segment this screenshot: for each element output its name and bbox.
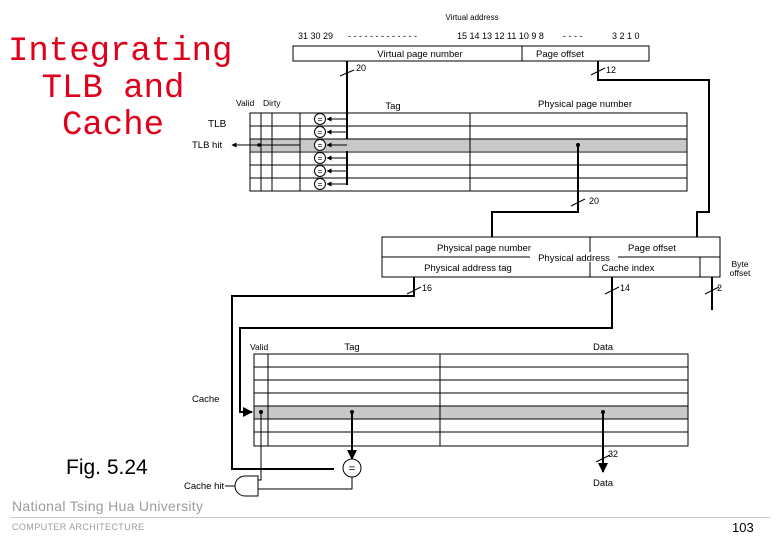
byte-offset-width-label: 2 — [717, 283, 722, 293]
tlb-comparator: = — [314, 165, 347, 177]
page-offset-bus — [597, 61, 710, 237]
va-bits-right: 3 2 1 0 — [612, 31, 640, 41]
va-field-page-offset: Page offset — [536, 49, 584, 60]
cache-col-valid: Valid — [250, 342, 269, 352]
byte-offset-label-1: Byte — [731, 259, 748, 269]
pa-field-page-offset: Page offset — [628, 243, 676, 254]
cache-label: Cache — [192, 394, 219, 405]
title-line-2: TLB and — [41, 70, 185, 108]
va-bits-ellipsis-2: - - - - — [563, 31, 583, 41]
tlb-col-dirty: Dirty — [263, 98, 281, 108]
title-line-1: Integrating — [8, 33, 233, 71]
pa-tag-bus-slash — [406, 286, 422, 295]
comparator-to-and — [258, 477, 353, 490]
svg-text:=: = — [349, 463, 355, 475]
svg-text:=: = — [318, 180, 323, 189]
cache-comparator: = — [342, 458, 362, 478]
cache-data-bus-slash — [595, 454, 611, 463]
va-bits-ellipsis-1: - - - - - - - - - - - - - — [348, 31, 417, 41]
title-line-3: Cache — [61, 107, 165, 145]
cache-index-bus — [239, 277, 613, 417]
ppn-bus-slash — [570, 198, 586, 207]
vpn-bus-slash — [339, 69, 355, 77]
physical-address-label: Physical address — [538, 253, 610, 264]
svg-text:=: = — [318, 141, 323, 150]
tlb-comparators: = = = = = = — [314, 113, 347, 190]
tlb-comparator: = — [314, 126, 347, 138]
cache-outline — [253, 353, 689, 447]
slide-title: Integrating TLB and Cache — [8, 33, 233, 145]
tlb-comparator: = — [314, 152, 347, 164]
pa-tag-bus — [231, 277, 415, 470]
byte-offset-label-2: offset — [730, 268, 751, 278]
cache-index-bus-slash — [604, 286, 620, 295]
tlb-table — [249, 112, 688, 192]
department-name: COMPUTER ARCHITECTURE — [12, 522, 145, 532]
tlb-comparator: = — [314, 113, 347, 125]
pa-field-ppn: Physical page number — [437, 243, 531, 254]
page-offset-bus-slash — [590, 67, 606, 76]
tlb-label: TLB — [208, 119, 227, 130]
va-bits-left: 31 30 29 — [298, 31, 333, 41]
cache-selected-row — [254, 406, 688, 419]
tlb-hit-label: TLB hit — [192, 140, 222, 151]
virtual-address-label: Virtual address — [445, 13, 498, 22]
cache-data-width-label: 32 — [608, 449, 618, 459]
svg-text:=: = — [318, 167, 323, 176]
cache-col-data: Data — [593, 342, 614, 353]
svg-text:=: = — [318, 128, 323, 137]
svg-text:=: = — [318, 115, 323, 124]
page-number: 103 — [732, 520, 754, 535]
cache-index-width-label: 14 — [620, 283, 630, 293]
va-bits-mid: 15 14 13 12 11 10 9 8 — [457, 31, 544, 41]
figure-label: Fig. 5.24 — [66, 456, 148, 479]
ppn-width-label: 20 — [589, 196, 599, 206]
pa-tag-width-label: 16 — [422, 283, 432, 293]
tlb-col-ppn: Physical page number — [538, 99, 632, 110]
pa-field-cache-index: Cache index — [602, 263, 655, 274]
virtual-address-register — [292, 45, 650, 62]
vpn-width-label: 20 — [356, 63, 366, 73]
cache-data-output-label: Data — [593, 478, 614, 489]
tlb-col-tag: Tag — [385, 101, 400, 112]
tlb-comparator: = — [314, 139, 347, 151]
byte-offset-bus-slash — [704, 286, 720, 295]
university-name: National Tsing Hua University — [12, 498, 204, 514]
cache-hit-label: Cache hit — [184, 481, 224, 492]
tlb-col-valid: Valid — [236, 98, 255, 108]
cache-table — [253, 353, 689, 447]
pa-field-tag: Physical address tag — [424, 263, 512, 274]
cache-col-tag: Tag — [344, 342, 359, 353]
page-offset-width-label: 12 — [606, 65, 616, 75]
and-gate — [234, 475, 259, 497]
va-field-vpn: Virtual page number — [377, 49, 462, 60]
footer-divider — [10, 517, 770, 518]
tlb-comparator: = — [314, 178, 347, 190]
ppn-bus — [491, 145, 579, 237]
pa-label-bg — [530, 252, 618, 262]
svg-text:=: = — [318, 154, 323, 163]
tlb-hit-dot — [257, 143, 261, 147]
